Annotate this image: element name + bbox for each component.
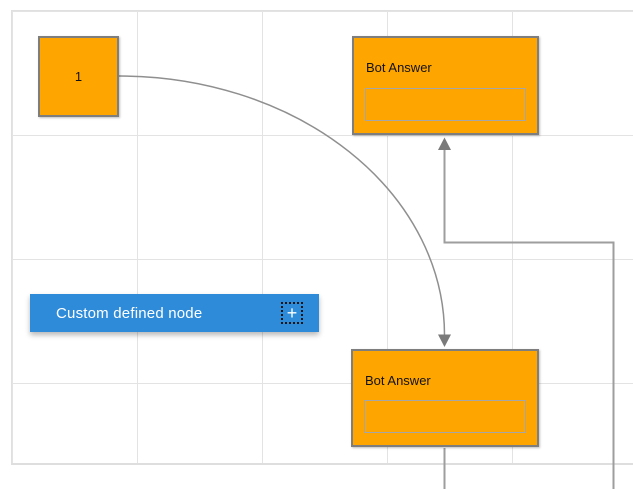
node-bot-answer-top[interactable]: Bot Answer (352, 36, 539, 135)
node-bot-answer-bottom[interactable]: Bot Answer (351, 349, 539, 447)
arrowhead-up-icon (438, 137, 451, 150)
arrowhead-down-icon (438, 334, 451, 347)
node-custom-defined[interactable]: Custom defined node + (30, 294, 319, 332)
curved-connector-line[interactable] (118, 75, 446, 336)
bot-answer-input[interactable] (364, 400, 526, 433)
node-start-label: 1 (74, 69, 83, 84)
add-icon[interactable]: + (281, 302, 303, 324)
bot-answer-input[interactable] (365, 88, 526, 121)
node-title: Bot Answer (365, 373, 431, 388)
elbow-connector-line[interactable] (443, 149, 615, 489)
curved-connector[interactable] (118, 75, 451, 347)
custom-node-label: Custom defined node (56, 304, 203, 322)
node-start[interactable]: 1 (38, 36, 119, 117)
elbow-connector[interactable] (438, 137, 615, 489)
node-title: Bot Answer (366, 60, 432, 75)
